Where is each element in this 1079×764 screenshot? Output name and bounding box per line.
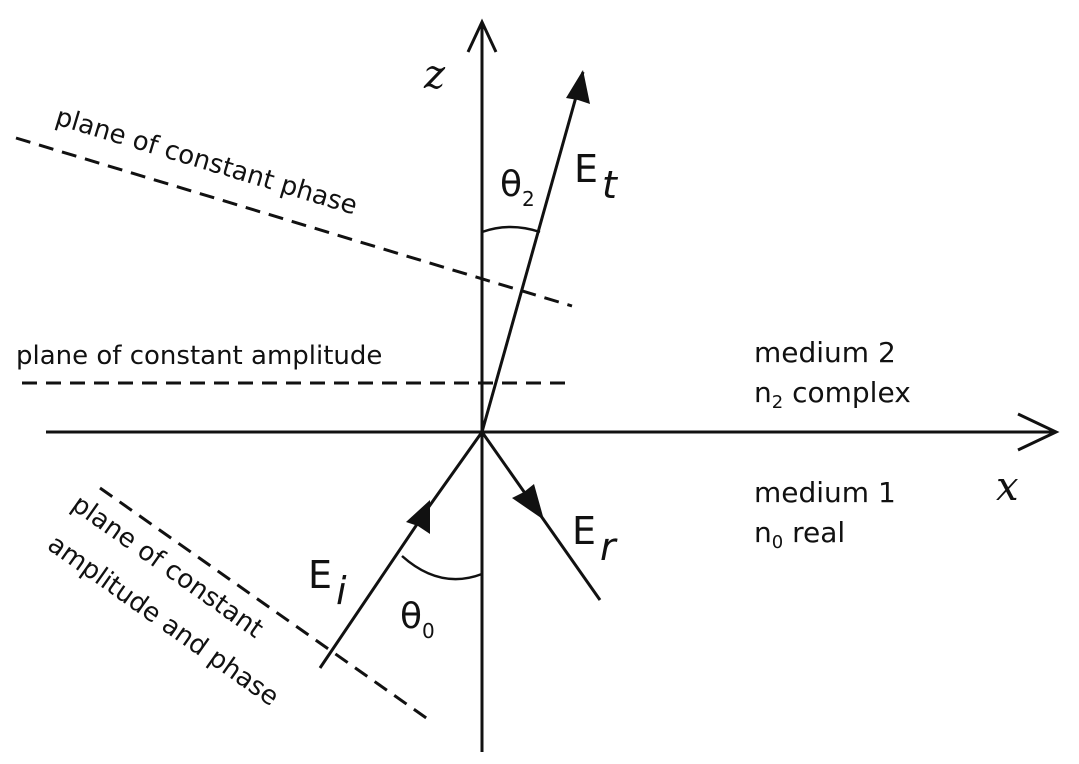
theta0-arc (401, 555, 483, 581)
medium1-name: medium 1 (754, 476, 896, 509)
incident-arrowhead (406, 500, 430, 534)
z-axis-label: z (423, 52, 446, 98)
z-axis-arrowhead (466, 18, 498, 53)
constant-amplitude-label: plane of constant amplitude (16, 341, 382, 371)
theta2-label: θ2 (500, 164, 535, 211)
medium1-index: n0 real (754, 516, 845, 553)
transmitted-ray (480, 71, 585, 433)
medium2-index: n2 complex (754, 376, 911, 413)
medium2-name: medium 2 (754, 336, 896, 369)
constant-phase-plane (15, 136, 573, 308)
x-axis-label: x (996, 464, 1019, 510)
amplitude-phase-plane (99, 486, 433, 724)
x-axis-arrowhead (1017, 412, 1060, 452)
theta0-label: θ0 (400, 596, 435, 643)
reflected-arrowhead (512, 484, 544, 520)
transmitted-arrowhead (566, 70, 590, 104)
theta2-arc (481, 225, 541, 234)
